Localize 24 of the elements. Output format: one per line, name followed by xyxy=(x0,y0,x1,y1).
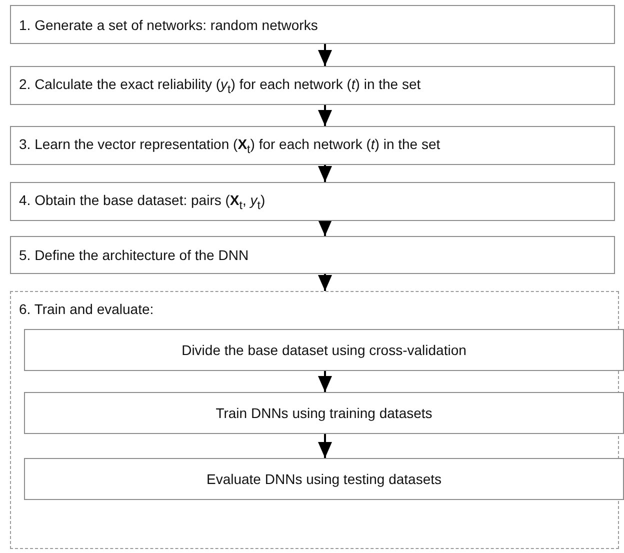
step-label: 1. Generate a set of networks: random networks xyxy=(18,16,319,32)
process-box xyxy=(10,66,615,105)
process-box xyxy=(24,329,624,371)
step-label: 2. Calculate the exact reliability (y$_{t}$) for each network (t) in the set xyxy=(18,76,422,96)
process-box xyxy=(24,458,624,500)
arrow xyxy=(318,44,332,66)
arrow xyxy=(318,434,332,458)
process-box xyxy=(10,126,615,165)
process-box xyxy=(10,236,615,274)
arrow xyxy=(318,165,332,182)
step-label: 4. Obtain the base dataset: pairs (X$_{t}$, y$_{t}$) xyxy=(18,192,266,212)
step-label: 3. Learn the vector representation (X$_{t}$) for each network (t) in the set xyxy=(18,136,442,156)
arrow xyxy=(318,274,332,291)
step-label: Evaluate DNNs using testing datasets xyxy=(205,471,442,487)
process-box xyxy=(10,182,615,221)
process-box xyxy=(10,5,615,44)
step-label: 6. Train and evaluate: xyxy=(18,301,155,317)
step-label: 5. Define the architecture of the DNN xyxy=(18,247,250,263)
arrow xyxy=(318,105,332,126)
process-box xyxy=(24,392,624,434)
step-label: Divide the base dataset using cross-validation xyxy=(180,342,468,358)
arrow xyxy=(318,220,332,236)
step-label: Train DNNs using training datasets xyxy=(214,405,434,421)
arrow xyxy=(318,371,332,392)
